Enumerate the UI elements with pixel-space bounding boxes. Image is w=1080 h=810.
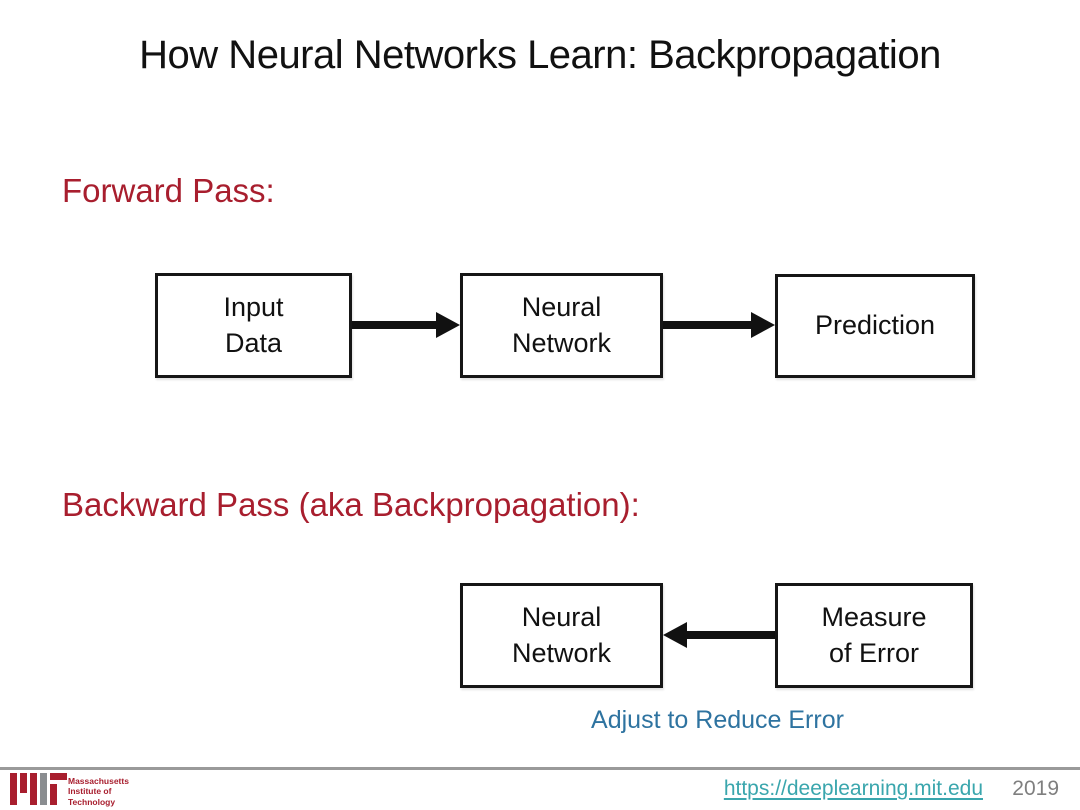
mit-logo-text: Massachusetts Institute of Technology (68, 776, 129, 807)
measure-of-error-box: Measure of Error (775, 583, 973, 688)
page-title: How Neural Networks Learn: Backpropagati… (139, 33, 941, 77)
neural-network-box-backward: Neural Network (460, 583, 663, 688)
input-data-box: Input Data (155, 273, 352, 378)
arrow-right-icon (352, 312, 460, 338)
arrow-left-icon (663, 622, 775, 648)
deeplearning-link[interactable]: https://deeplearning.mit.edu (723, 777, 983, 800)
arrow-right-icon (663, 312, 775, 338)
backward-pass-heading: Backward Pass (aka Backpropagation): (62, 486, 640, 523)
adjust-note: Adjust to Reduce Error (591, 706, 844, 734)
forward-pass-heading: Forward Pass: (62, 172, 275, 209)
mit-logo-icon (10, 773, 68, 805)
prediction-box: Prediction (775, 274, 975, 378)
neural-network-box-forward: Neural Network (460, 273, 663, 378)
year-label: 2019 (1012, 777, 1059, 800)
footer-divider (0, 767, 1080, 770)
